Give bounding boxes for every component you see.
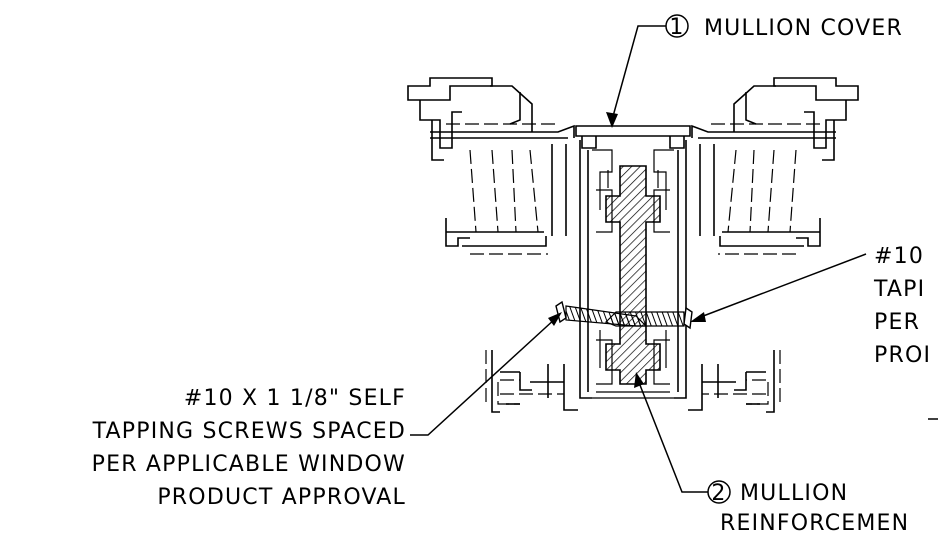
self-tapping-screw-right <box>604 306 693 330</box>
left-frame-upper <box>407 77 575 255</box>
leader-screw-right-note <box>690 253 867 322</box>
screw-note-left-line4: PRODUCT APPROVAL <box>157 485 406 510</box>
screw-note-left-line3: PER APPLICABLE WINDOW <box>92 452 406 477</box>
right-frame-lower <box>688 350 781 413</box>
screw-note-left-line1: #10 X 1 1/8" SELF <box>184 386 406 411</box>
screw-note-left-line2: TAPPING SCREWS SPACED <box>92 419 406 444</box>
screw-note-right-line1: #10 <box>874 244 924 269</box>
screw-note-right-line3: PER <box>874 310 920 335</box>
leader-mullion-cover <box>606 25 666 128</box>
left-frame-lower <box>485 350 578 413</box>
callout-number-1: 1 <box>669 15 684 40</box>
callout-number-2: 2 <box>711 481 726 506</box>
leader-screw-left-note <box>410 312 562 436</box>
mullion-reinforcement-label-line1: MULLION <box>740 481 848 506</box>
mullion-cover-label: MULLION COVER <box>704 16 903 41</box>
mullion-reinforcement-label-line2: REINFORCEMEN <box>720 511 909 535</box>
leader-reinforcement <box>634 372 708 493</box>
mullion-reinforcement-shape <box>605 165 661 385</box>
callout-bubble-1: 1 <box>665 14 689 40</box>
callout-bubble-2: 2 <box>707 480 731 506</box>
right-frame-upper <box>691 77 859 255</box>
screw-note-right-line4: PROI <box>874 343 931 368</box>
screw-note-right-line2: TAPI <box>873 277 925 302</box>
